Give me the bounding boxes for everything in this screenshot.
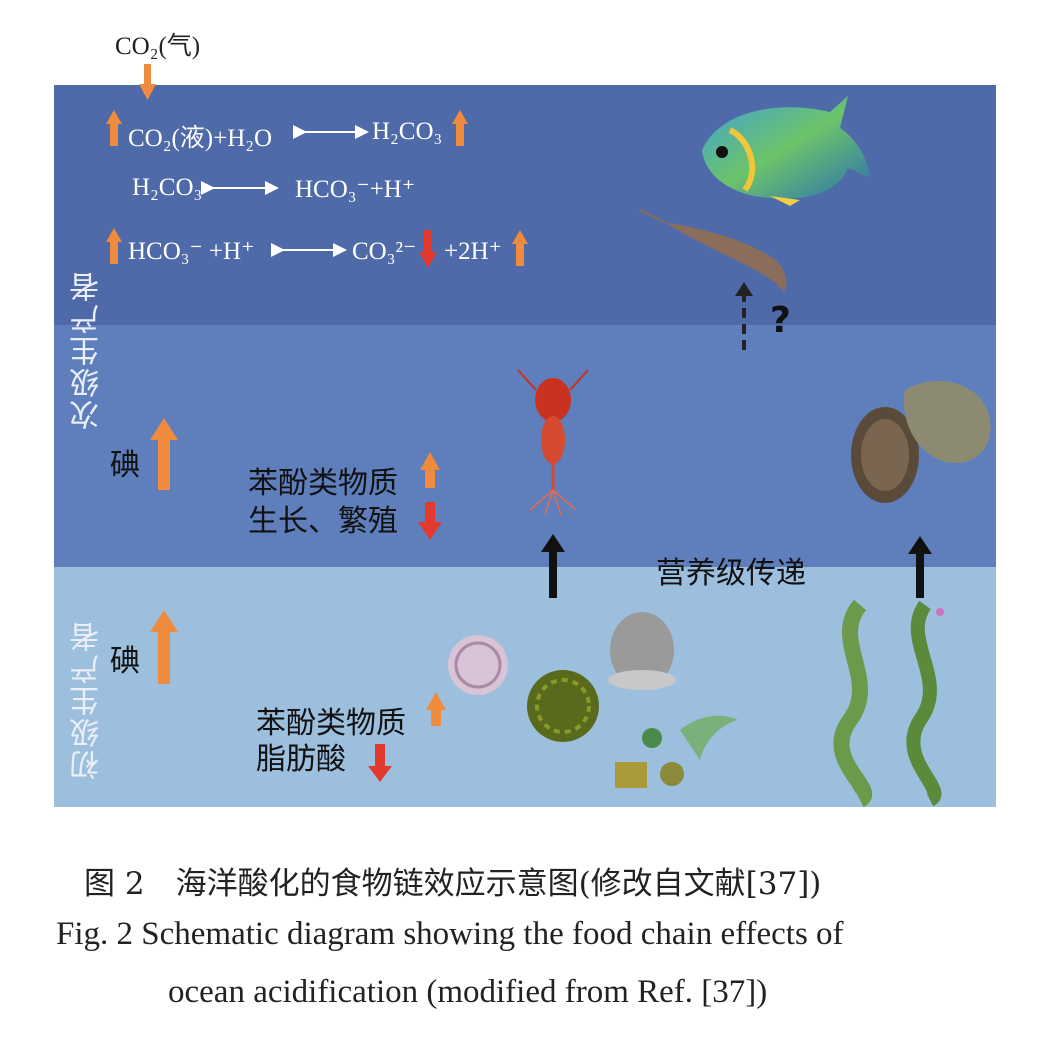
secondary-producers-label: 次级生产者 xyxy=(70,270,105,430)
caption-english-line2: ocean acidification (modified from Ref. … xyxy=(168,974,768,1010)
uncertain-transfer-arrow xyxy=(735,282,753,350)
growth-reproduction-label: 生长、繁殖 xyxy=(248,504,398,539)
copepod-illustration xyxy=(517,369,589,516)
caption-english-line1: Fig. 2 Schematic diagram showing the foo… xyxy=(56,916,844,952)
lower-water-band xyxy=(54,567,996,807)
middle-water-band xyxy=(54,325,996,567)
question-mark: ? xyxy=(770,300,791,341)
equation-3-left: HCO₃⁻ +H⁺ xyxy=(128,238,255,265)
eq-down-arrow xyxy=(419,230,437,268)
bivalve-illustration xyxy=(851,381,991,503)
seaweed-illustration xyxy=(833,599,944,808)
phytoplankton-illustration xyxy=(448,612,738,788)
angelfish-illustration xyxy=(702,96,870,206)
co2-down-arrow xyxy=(139,64,156,100)
co2-gas-label: CO₂(气) xyxy=(115,33,201,60)
iodine-bottom-label: 碘 xyxy=(110,644,140,679)
equation-1-right: H₂CO₃ xyxy=(372,118,443,145)
bottom-phenolics-label: 苯酚类物质 xyxy=(256,706,406,741)
equation-arrows xyxy=(201,125,369,257)
fatty-acids-label: 脂肪酸 xyxy=(256,742,346,777)
equation-3-mid: CO₃²⁻ xyxy=(352,238,417,265)
mid-phenolics-label: 苯酚类物质 xyxy=(248,466,398,501)
trophic-arrows xyxy=(541,534,932,598)
indicator-arrows xyxy=(150,418,446,782)
equation-1-left: CO₂(液)+H₂O xyxy=(128,125,273,152)
equation-2-left: H₂CO₃ xyxy=(132,174,203,201)
iodine-mid-label: 碘 xyxy=(110,448,140,483)
equation-2-right: HCO₃⁻+H⁺ xyxy=(295,176,416,203)
trophic-transfer-label: 营养级传递 xyxy=(656,556,806,591)
primary-producers-label: 初级生产者 xyxy=(70,620,105,780)
shrimp-illustration xyxy=(639,209,787,292)
caption-chinese: 图 2 海洋酸化的食物链效应示意图(修改自文献[37]) xyxy=(84,866,822,902)
eq-up-arrows xyxy=(106,110,528,266)
equation-3-right: +2H⁺ xyxy=(444,238,502,265)
